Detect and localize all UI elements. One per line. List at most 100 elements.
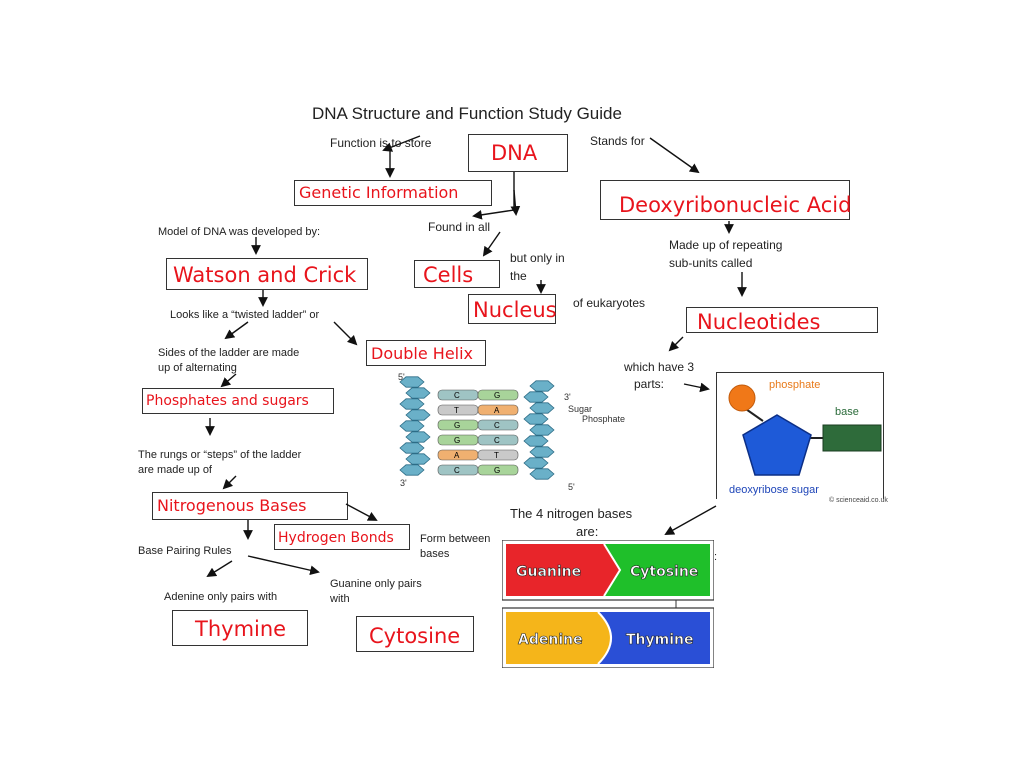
cytosine-label: Cytosine [630, 564, 698, 580]
form-between-label-2: bases [420, 548, 450, 560]
backbone-unit [529, 446, 555, 458]
arrow-stands-for [649, 137, 700, 174]
guanine-block [506, 544, 620, 596]
thymine-label: Thymine [626, 632, 694, 648]
nucleotide-image: phosphate base deoxyribose sugar © scien… [716, 372, 888, 504]
made-up-label-1: Made up of repeating [669, 238, 783, 252]
deoxyribonucleic-acid-box: Deoxyribonucleic Acid [600, 180, 851, 220]
rung-left-letter: A [454, 451, 460, 460]
function-label: Function is to store [330, 136, 432, 150]
base-pairing-label: Base Pairing Rules [138, 545, 232, 557]
double-helix-box: Double Helix [366, 340, 486, 366]
helix-phosphate-label: Phosphate [582, 414, 625, 424]
sides-label-1: Sides of the ladder are made [158, 347, 300, 359]
base-label: base [835, 406, 859, 418]
four-bases-label-2: are: [576, 524, 599, 539]
rung-right-letter: G [494, 391, 500, 400]
rungs-label-2: are made up of [138, 464, 212, 476]
rung-right [477, 419, 519, 431]
rung-right [477, 449, 519, 461]
backbone-unit [405, 453, 431, 465]
rung-left-letter: G [454, 421, 460, 430]
rung-right [477, 464, 519, 476]
sugar-pentagon [742, 414, 812, 476]
of-eukaryotes-label: of eukaryotes [573, 296, 646, 310]
rung-right-letter: C [494, 421, 500, 430]
arrow-sides [220, 373, 237, 388]
rung-right [477, 389, 519, 401]
looks-like-label: Looks like a “twisted ladder” or [170, 309, 320, 321]
rung-right [477, 404, 519, 416]
backbone-unit [523, 435, 549, 447]
but-only-label-2: the [510, 269, 527, 283]
stands-for-label: Stands for [590, 134, 645, 148]
phosphate-circle [728, 384, 756, 412]
arrow-which-to-image [683, 382, 710, 393]
rung-right-letter: C [494, 436, 500, 445]
backbone-unit [405, 431, 431, 443]
backbone-unit [399, 464, 425, 476]
cells-box: Cells [414, 260, 500, 288]
rungs-label-1: The rungs or “steps” of the ladder [138, 449, 302, 461]
backbone-unit [523, 413, 549, 425]
backbone-unit [405, 387, 431, 399]
page-title: DNA Structure and Function Study Guide [312, 104, 622, 123]
backbone-unit [529, 402, 555, 414]
genetic-information-box: Genetic Information [294, 180, 492, 206]
bases-image: Guanine Cytosine Adenine Thymine [502, 540, 714, 668]
helix-3prime-top: 3' [564, 392, 571, 402]
guanine-pairs-label-1: Guanine only pairs [330, 578, 422, 590]
form-between-label-1: Form between [420, 533, 491, 545]
rung-left-letter: G [454, 436, 460, 445]
backbone-unit [399, 420, 425, 432]
backbone-unit [523, 391, 549, 403]
backbone-unit [529, 424, 555, 436]
backbone-unit [529, 380, 555, 392]
backbone-unit [405, 409, 431, 421]
helix-3prime-bottom: 3' [400, 478, 407, 488]
backbone-unit [399, 376, 425, 388]
backbone-unit [399, 442, 425, 454]
sugar-label: deoxyribose sugar [729, 484, 819, 496]
adenine-block [506, 612, 611, 664]
watson-and-crick-box: Watson and Crick [166, 258, 368, 290]
phosphate-label: phosphate [769, 379, 820, 391]
arrow-pairing-right [247, 555, 320, 576]
arrow-rungs [222, 475, 237, 490]
but-only-label-1: but only in [510, 251, 565, 265]
arrow-pairing-left [206, 560, 233, 578]
hydrogen-bonds-box: Hydrogen Bonds [274, 524, 410, 550]
adenine-label: Adenine [518, 632, 583, 648]
colon-mark: : [714, 551, 718, 563]
rung-right [477, 434, 519, 446]
guanine-label: Guanine [516, 564, 581, 580]
backbone-unit [399, 398, 425, 410]
helix-5prime-top: 5' [398, 372, 405, 382]
adenine-pairs-label: Adenine only pairs with [164, 591, 278, 603]
cytosine-box: Cytosine [356, 616, 474, 652]
arrow-looks-right [333, 321, 358, 346]
nucleus-box: Nucleus [468, 294, 557, 324]
which-have-label-2: parts: [634, 377, 665, 391]
arrow-nucleotides-to-which [668, 336, 684, 352]
dna-box: DNA [468, 134, 568, 172]
phosphates-and-sugars-box: Phosphates and sugars [142, 388, 334, 414]
backbone-unit [523, 457, 549, 469]
arrow-nitro-to-hydrogen [345, 503, 378, 521]
arrow-dna-to-found-2 [510, 189, 521, 216]
rung-right-letter: A [494, 406, 500, 415]
helix-sugar-label: Sugar [568, 404, 592, 414]
image-credit: © scienceaid.co.uk [829, 497, 888, 504]
base-rectangle [822, 424, 882, 452]
model-developed-label: Model of DNA was developed by: [158, 226, 321, 238]
arrow-found-to-cells [482, 231, 501, 257]
arrow-image-to-bases [664, 505, 717, 535]
made-up-label-2: sub-units called [669, 256, 753, 270]
guanine-pairs-label-2: with [330, 593, 350, 605]
nucleotides-box: Nucleotides [686, 307, 878, 334]
nitrogenous-bases-box: Nitrogenous Bases [152, 492, 348, 520]
rung-right-letter: G [494, 466, 500, 475]
arrow-looks-left [224, 321, 249, 340]
